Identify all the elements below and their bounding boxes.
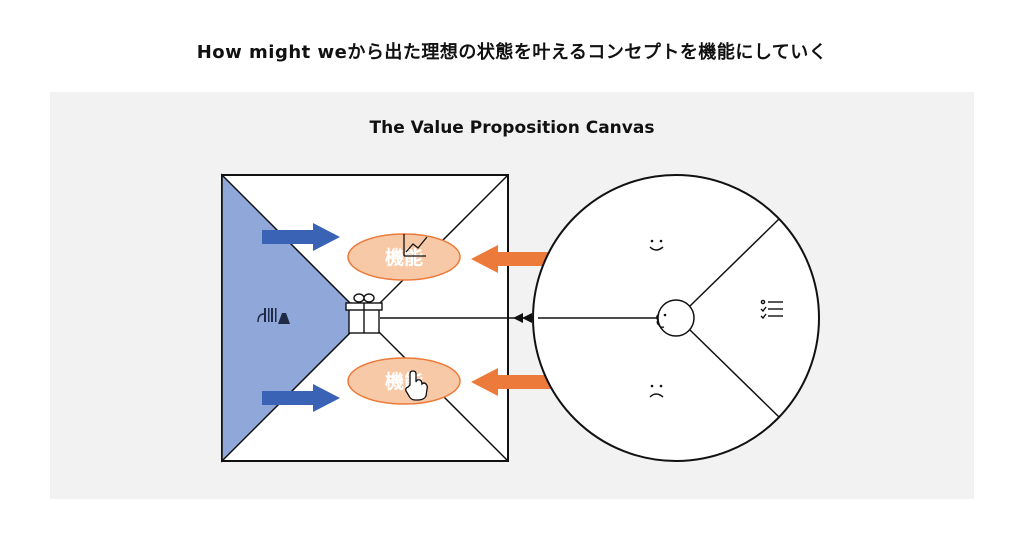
chart-icon	[403, 234, 428, 257]
jobs-divider-upper	[689, 218, 780, 307]
pointer-hand-icon	[405, 370, 428, 401]
customer-profile	[532, 174, 820, 462]
connector-arrowhead-right	[522, 313, 532, 323]
canvas-title: The Value Proposition Canvas	[369, 118, 655, 138]
checklist-icon	[760, 299, 783, 320]
customer-face-icon	[656, 299, 695, 337]
connector-arrowhead-left	[513, 313, 523, 323]
page-title: How might weから出た理想の状態を叶えるコンセプトを機能にしていく	[196, 42, 828, 63]
blue-arrow-bottom	[262, 384, 340, 412]
feature-oval-bottom: 機能	[347, 357, 461, 405]
feature-label-top: 機能	[385, 246, 423, 269]
frown-icon	[649, 384, 664, 398]
canvas-background	[50, 92, 974, 499]
gift-icon	[345, 293, 383, 334]
feature-oval-top: 機能	[347, 233, 461, 281]
products-services-icon	[257, 308, 290, 324]
products-services-triangle	[221, 173, 367, 463]
jobs-divider-lower	[689, 329, 780, 418]
blue-arrow-top	[262, 223, 340, 251]
smile-icon	[649, 239, 664, 251]
